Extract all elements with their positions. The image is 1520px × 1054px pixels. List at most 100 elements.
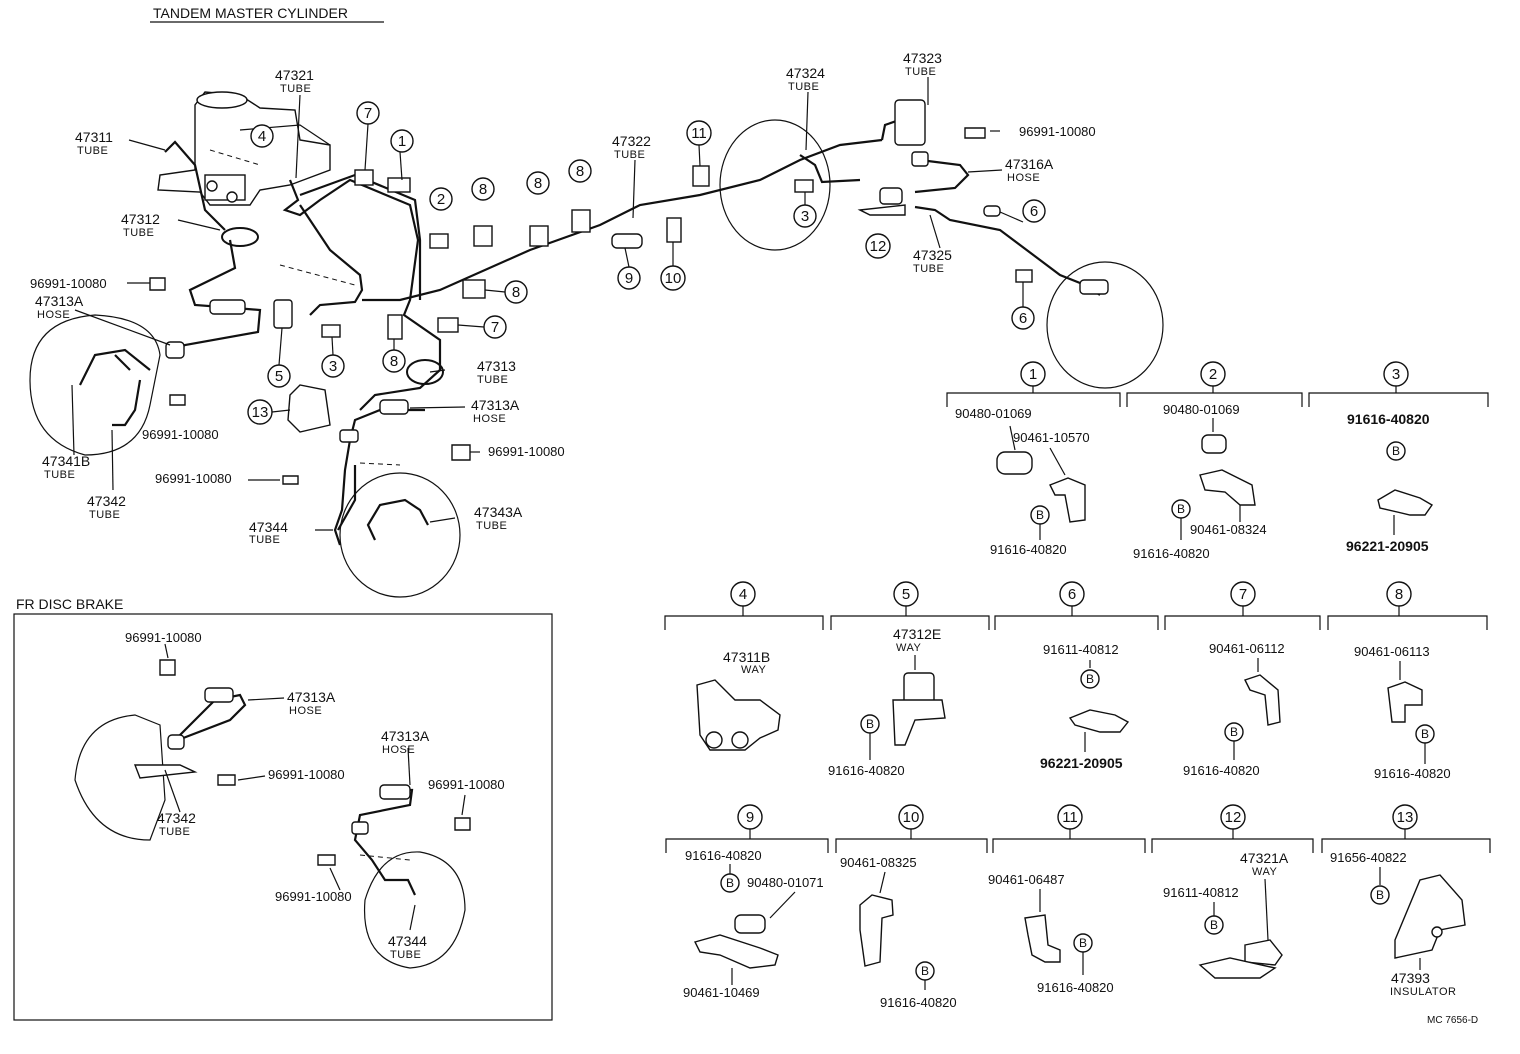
- svg-text:96221-20905: 96221-20905: [1040, 755, 1123, 771]
- detail-group-3: 3 91616-40820 B 96221-20905: [1308, 361, 1489, 554]
- fr-callout-47342-type: TUBE: [159, 826, 190, 838]
- main-circle-numbers: 4 7 1 2 8 8 8 11 3 12 6 6 9 10 8 7 3 8 5…: [247, 101, 1046, 425]
- callout-47341B-type: TUBE: [44, 469, 75, 481]
- svg-text:2: 2: [437, 191, 445, 208]
- svg-text:91616-40820: 91616-40820: [1037, 980, 1114, 995]
- svg-text:7: 7: [1239, 586, 1247, 603]
- svg-text:WAY: WAY: [896, 642, 921, 654]
- svg-text:91616-40820: 91616-40820: [685, 848, 762, 863]
- callout-47325-type: TUBE: [913, 263, 944, 275]
- fr-callout-47313A-a: 47313A: [287, 689, 336, 705]
- svg-text:3: 3: [329, 358, 337, 375]
- brake-drums-main: [29, 119, 1164, 598]
- callout-47311: 47311: [75, 129, 113, 145]
- svg-text:8: 8: [576, 163, 584, 180]
- svg-text:11: 11: [1062, 809, 1078, 826]
- svg-text:6: 6: [1030, 203, 1038, 220]
- circle-number-9: 9: [617, 266, 641, 290]
- circle-number-13: 13: [247, 399, 273, 425]
- detail-group-6: 6 91611-40812 B 96221-20905: [994, 581, 1159, 771]
- svg-text:91616-40820: 91616-40820: [1374, 766, 1451, 781]
- main-callouts: 47321 TUBE 47311 TUBE 47312 TUBE 96991-1…: [30, 50, 1096, 546]
- detail-group-12: 12 47321A WAY 91611-40812 B: [1151, 804, 1314, 979]
- circle-number-5: 5: [267, 364, 291, 388]
- callout-96991-c: 96991-10080: [155, 471, 232, 486]
- svg-text:6: 6: [1068, 586, 1076, 603]
- svg-text:1: 1: [1029, 366, 1037, 383]
- svg-text:91611-40812: 91611-40812: [1043, 642, 1119, 657]
- main-leader-lines: [71, 77, 1003, 531]
- circle-number-1: 1: [390, 129, 414, 153]
- svg-text:2: 2: [1209, 366, 1217, 383]
- callout-47312: 47312: [121, 211, 160, 227]
- callout-47321-type: TUBE: [280, 83, 311, 95]
- svg-text:5: 5: [275, 368, 283, 385]
- svg-text:11: 11: [691, 125, 707, 142]
- fr-callout-47344-type: TUBE: [390, 949, 421, 961]
- fr-callout-96991-c: 96991-10080: [428, 777, 505, 792]
- fr-callout-47342: 47342: [157, 810, 196, 826]
- svg-text:47321A: 47321A: [1240, 850, 1289, 866]
- svg-text:B: B: [1086, 672, 1094, 686]
- callout-47322: 47322: [612, 133, 651, 149]
- detail-group-1: 1 90480-01069 90461-10570 B 91616-40820: [946, 361, 1121, 557]
- circle-number-7: 7: [356, 101, 380, 125]
- svg-text:90461-06112: 90461-06112: [1209, 641, 1285, 656]
- callout-47321: 47321: [275, 67, 314, 83]
- svg-text:B: B: [1376, 888, 1384, 902]
- svg-text:8: 8: [390, 353, 398, 370]
- detail-group-9: 9 91616-40820 B 90480-01071 90461-10469: [665, 804, 829, 1000]
- callout-47344-type: TUBE: [249, 534, 280, 546]
- svg-text:B: B: [1177, 502, 1185, 516]
- svg-text:90480-01071: 90480-01071: [747, 875, 824, 890]
- svg-text:90480-01069: 90480-01069: [1163, 402, 1240, 417]
- svg-text:4: 4: [258, 128, 266, 145]
- callout-47325: 47325: [913, 247, 952, 263]
- callout-47312-type: TUBE: [123, 227, 154, 239]
- svg-text:91611-40812: 91611-40812: [1163, 885, 1239, 900]
- callout-47341B: 47341B: [42, 453, 90, 469]
- svg-text:6: 6: [1019, 310, 1027, 327]
- svg-text:91616-40820: 91616-40820: [1347, 411, 1430, 427]
- circle-number-8: 8: [382, 349, 406, 373]
- detail-group-13: 13 91656-40822 B 47393 INSULATOR: [1321, 804, 1491, 998]
- svg-text:B: B: [1079, 936, 1087, 950]
- svg-text:8: 8: [534, 175, 542, 192]
- callout-47313A-b: 47313A: [471, 397, 520, 413]
- master-cylinder-drawing: [157, 91, 331, 206]
- fr-disc-brake-drawing: [74, 643, 471, 969]
- title-fr-disc-brake: FR DISC BRAKE: [16, 596, 123, 612]
- circle-number-2: 2: [429, 187, 453, 211]
- svg-text:91616-40820: 91616-40820: [1183, 763, 1260, 778]
- circle-number-8: 8: [504, 280, 528, 304]
- callout-96991-b: 96991-10080: [142, 427, 219, 442]
- callout-47313A-a-type: HOSE: [37, 309, 70, 321]
- svg-text:10: 10: [903, 809, 920, 826]
- svg-text:90461-08325: 90461-08325: [840, 855, 917, 870]
- fr-callout-47313A-b: 47313A: [381, 728, 430, 744]
- detail-group-8: 8 90461-06113 B 91616-40820: [1327, 581, 1488, 781]
- callout-47313-type: TUBE: [477, 374, 508, 386]
- fr-callout-47313A-b-type: HOSE: [382, 744, 415, 756]
- svg-text:47311B: 47311B: [723, 649, 770, 665]
- svg-text:12: 12: [870, 238, 887, 255]
- title-tandem-master-cylinder: TANDEM MASTER CYLINDER: [153, 5, 348, 21]
- svg-text:90461-06487: 90461-06487: [988, 872, 1065, 887]
- svg-text:B: B: [1230, 725, 1238, 739]
- svg-text:9: 9: [746, 809, 754, 826]
- callout-47343A-type: TUBE: [476, 520, 507, 532]
- callout-96991-a: 96991-10080: [30, 276, 107, 291]
- callout-47324-type: TUBE: [788, 81, 819, 93]
- callout-47324: 47324: [786, 65, 825, 81]
- callout-47342-type: TUBE: [89, 509, 120, 521]
- fittings-main: [149, 99, 1109, 485]
- callout-47313A-b-type: HOSE: [473, 413, 506, 425]
- svg-text:90461-08324: 90461-08324: [1190, 522, 1267, 537]
- callout-47313A-a: 47313A: [35, 293, 84, 309]
- circle-number-6: 6: [1011, 306, 1035, 330]
- svg-text:7: 7: [364, 105, 372, 122]
- svg-text:96221-20905: 96221-20905: [1346, 538, 1429, 554]
- callout-47342: 47342: [87, 493, 126, 509]
- svg-text:10: 10: [665, 270, 682, 287]
